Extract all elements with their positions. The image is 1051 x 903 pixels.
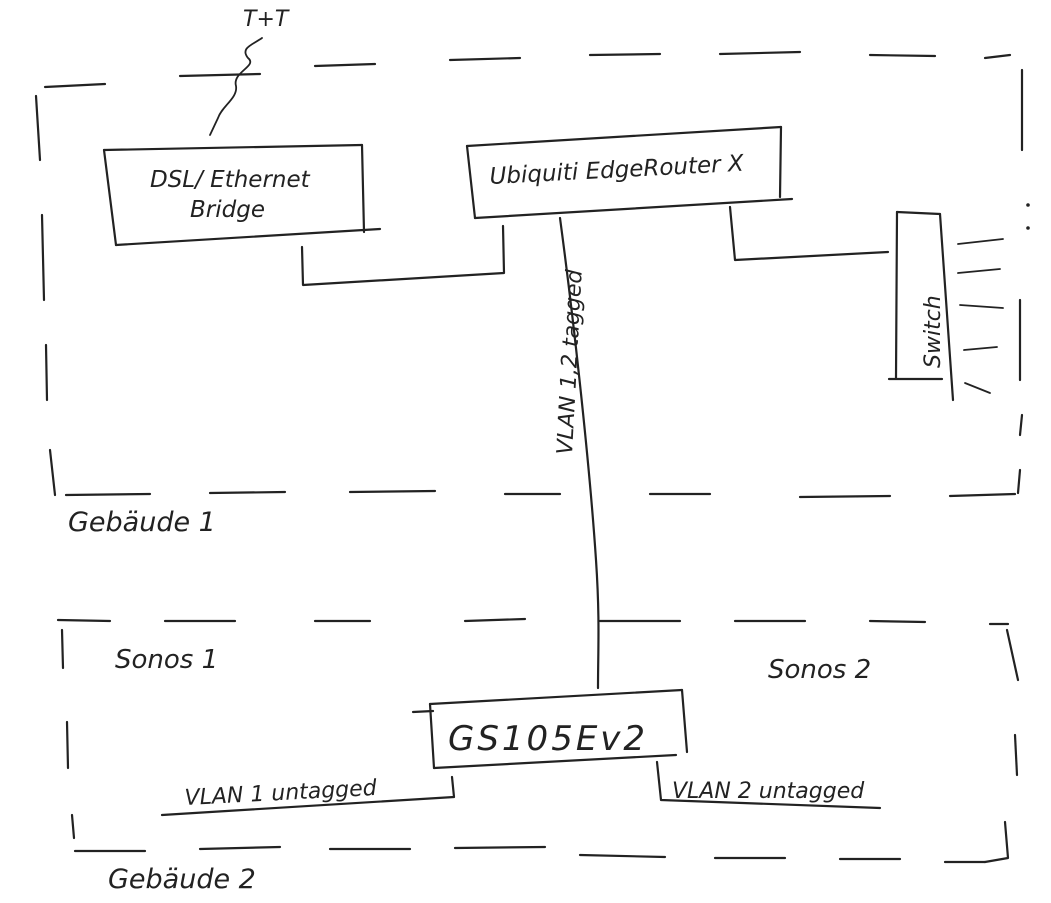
switch-box: [887, 210, 955, 402]
router-box: [465, 125, 794, 220]
sonos-2-label: Sonos 2: [768, 655, 871, 685]
router-label: Ubiquiti EdgeRouter X: [489, 151, 746, 190]
trunk-link: [558, 216, 600, 690]
vlan1-port-link: [160, 775, 456, 817]
uplink-line: [209, 37, 263, 136]
gs105-label: GS105Ev2: [448, 719, 648, 759]
vlan2-port-link: [655, 760, 882, 810]
vlan2-port-label: VLAN 2 untagged: [672, 779, 865, 804]
trunk-link-label: VLAN 1,2 tagged: [553, 268, 588, 455]
dsl-bridge-label-line1: DSL/ Ethernet: [150, 167, 311, 193]
switch-port-lines: [957, 238, 1004, 394]
dsl-bridge-label-line2: Bridge: [190, 197, 265, 223]
building-1-label: Gebäude 1: [68, 507, 216, 538]
building-2-boundary: [56, 617, 1020, 864]
bridge-router-link: [300, 224, 506, 287]
router-switch-link: [728, 205, 890, 262]
vlan1-port-label: VLAN 1 untagged: [184, 776, 378, 811]
sonos-1-label: Sonos 1: [115, 645, 218, 675]
uplink-label: T+T: [243, 7, 290, 32]
switch-label: Switch: [921, 295, 946, 368]
building-1-boundary: [34, 50, 1024, 499]
building-2-label: Gebäude 2: [108, 864, 256, 895]
dsl-bridge-box: [102, 143, 382, 247]
gs105-box: [411, 688, 689, 770]
building-1-dots: [1026, 203, 1030, 230]
